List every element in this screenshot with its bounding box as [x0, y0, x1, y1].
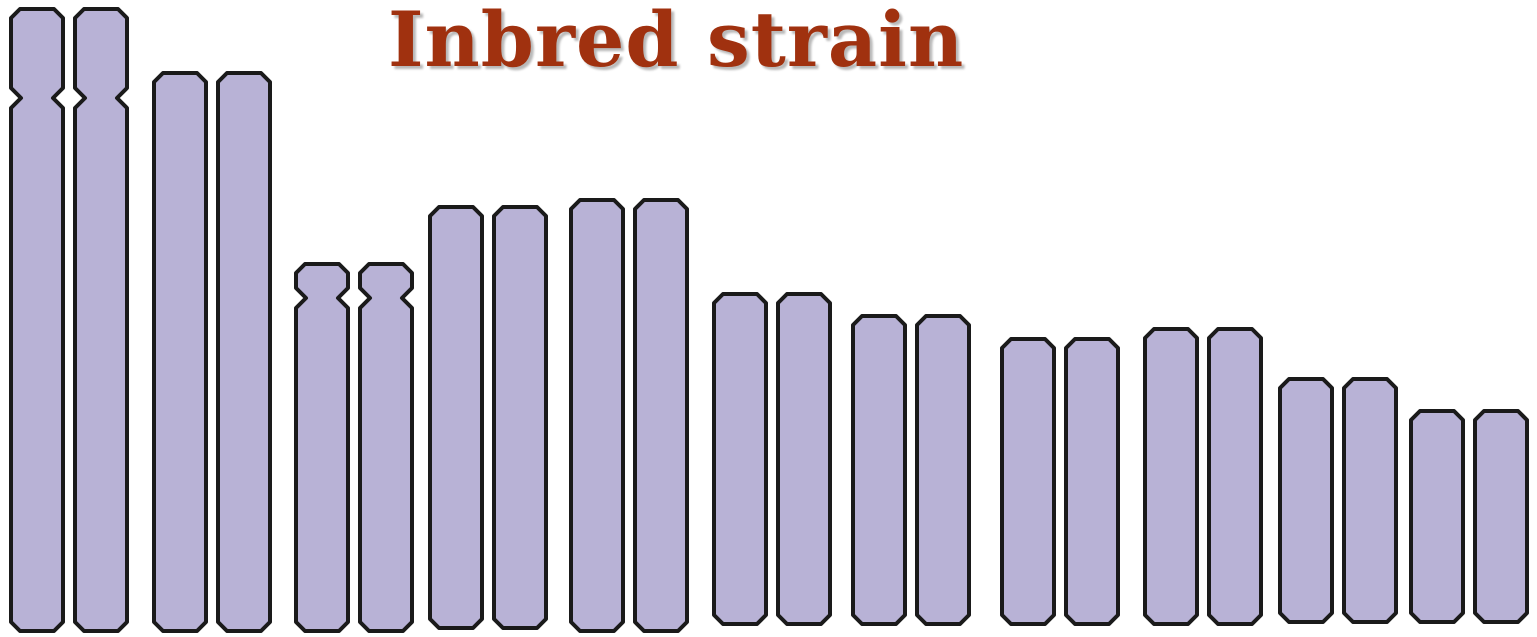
chromosome-pair-10 [1280, 379, 1396, 622]
chromosome-8a [1002, 339, 1054, 624]
chromosome-pair-4 [430, 207, 546, 628]
diagram-title: Inbred strain [388, 0, 964, 82]
chromosome-2b [218, 73, 270, 631]
chromosome-6b [778, 294, 830, 624]
chromosome-9b [1209, 329, 1261, 624]
chromosome-2a [154, 73, 206, 631]
chromosome-5b [635, 200, 687, 631]
chromosome-pair-2 [154, 73, 270, 631]
chromosome-7b [917, 316, 969, 624]
chromosome-3a [296, 264, 348, 631]
chromosome-4b [494, 207, 546, 628]
chromosome-6a [714, 294, 766, 624]
chromosome-pair-3 [296, 264, 412, 631]
chromosome-4a [430, 207, 482, 628]
chromosome-pair-9 [1145, 329, 1261, 624]
chromosome-1a [11, 9, 63, 631]
chromosome-11b [1475, 411, 1527, 622]
chromosome-pair-8 [1002, 339, 1118, 624]
chromosome-11a [1411, 411, 1463, 622]
chromosome-9a [1145, 329, 1197, 624]
chromosome-pair-1 [11, 9, 127, 631]
chromosome-10a [1280, 379, 1332, 622]
chromosome-3b [360, 264, 412, 631]
chromosome-pair-6 [714, 294, 830, 624]
chromosome-pair-7 [853, 316, 969, 624]
chromosome-pair-11 [1411, 411, 1527, 622]
chromosome-10b [1344, 379, 1396, 622]
chromosome-7a [853, 316, 905, 624]
chromosome-1b [75, 9, 127, 631]
chromosome-8b [1066, 339, 1118, 624]
chromosome-pair-5 [571, 200, 687, 631]
chromosome-5a [571, 200, 623, 631]
